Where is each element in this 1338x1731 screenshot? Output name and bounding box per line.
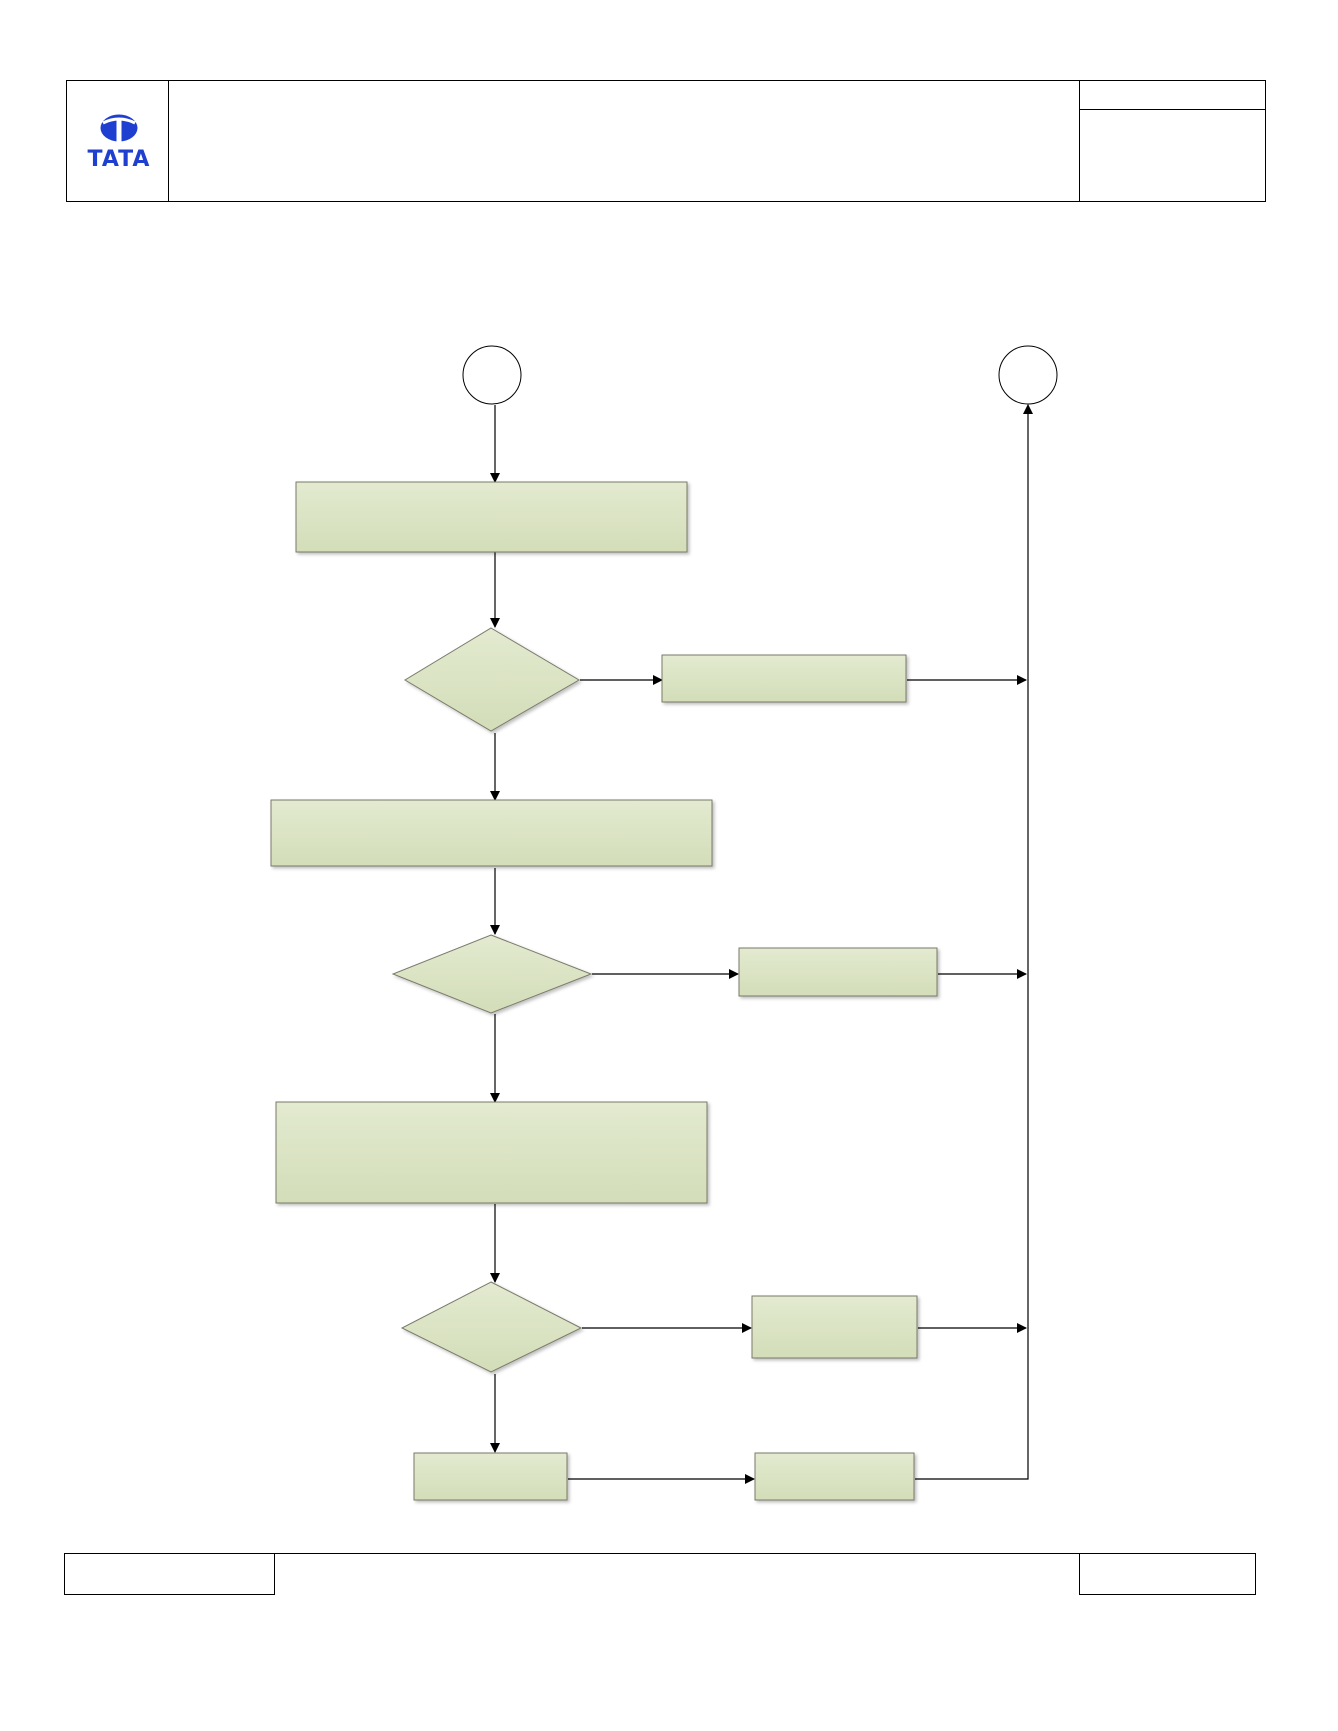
footer-left-cell	[64, 1553, 275, 1595]
logo-text: TATA	[88, 147, 151, 172]
return-line-to-end	[915, 404, 1033, 1480]
header-revision-cell	[1079, 109, 1266, 202]
decision-2	[391, 934, 593, 1014]
flow-arrows	[490, 404, 1033, 1484]
start-connector	[462, 345, 522, 405]
branch-box-2	[738, 947, 938, 997]
footer-center-line	[274, 1553, 1080, 1554]
process-box-5	[754, 1452, 915, 1501]
footer-right-cell	[1079, 1553, 1256, 1595]
branch-box-3	[751, 1295, 918, 1359]
end-connector	[998, 345, 1058, 405]
branch-box-1	[661, 654, 907, 703]
process-box-2	[270, 799, 713, 867]
decision-1	[404, 627, 580, 732]
tata-logo-icon: TATA	[88, 114, 151, 172]
decision-3	[400, 1281, 583, 1373]
process-box-3	[275, 1101, 708, 1204]
process-box-4	[413, 1452, 568, 1501]
process-box-1	[295, 481, 688, 553]
